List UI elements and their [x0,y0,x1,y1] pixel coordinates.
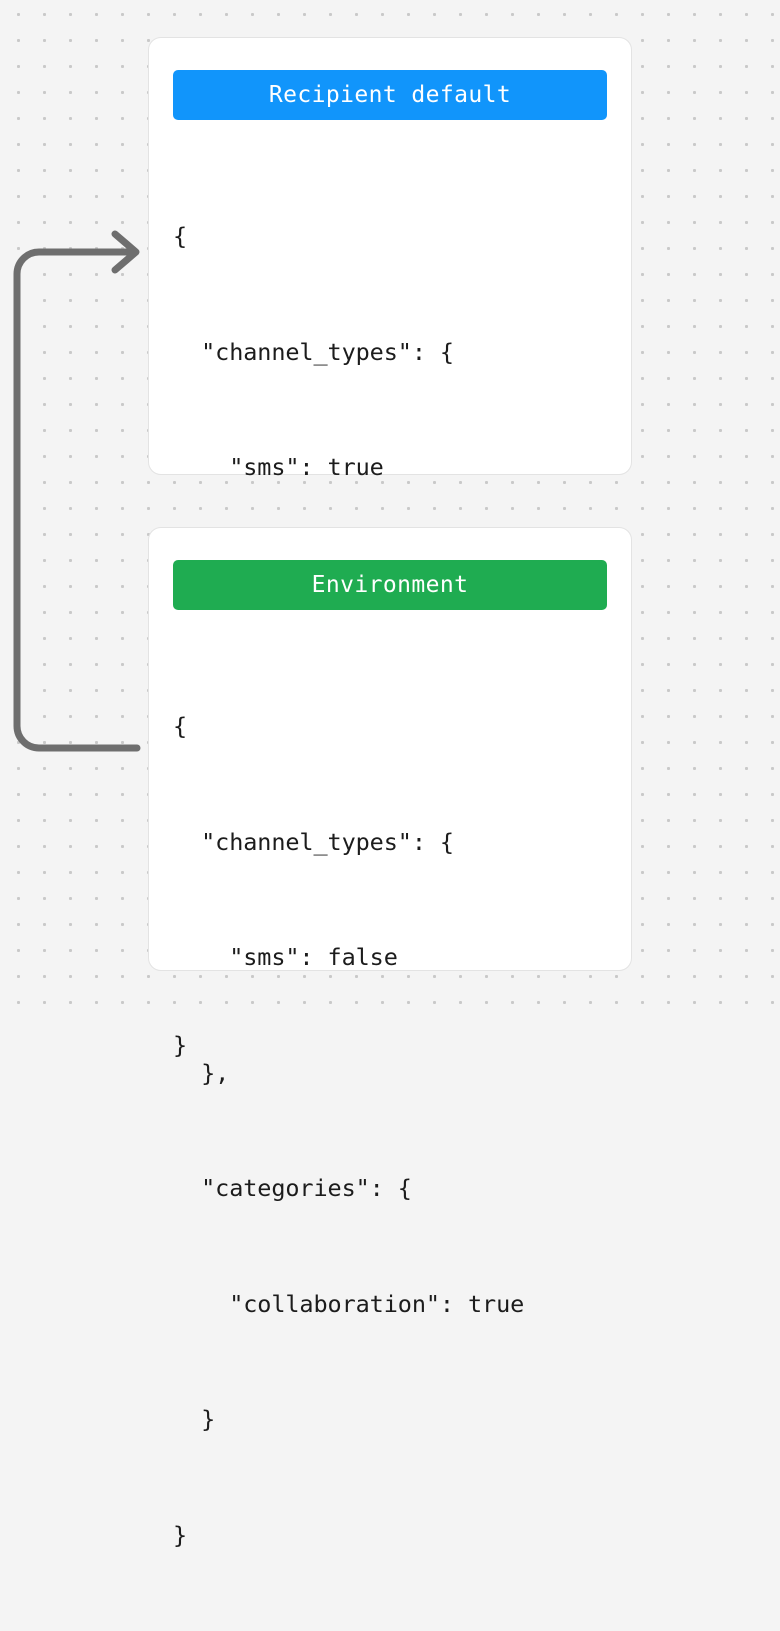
arrow-path [13,248,141,752]
card-header-recipient-default: Recipient default [173,70,607,120]
code-line: "channel_types": { [173,337,454,366]
code-line: { [173,712,188,740]
card-title-recipient-default: Recipient default [268,82,512,108]
code-line: "categories": { [173,1174,412,1202]
code-line: "sms": false [173,943,398,971]
card-environment[interactable]: Environment { "channel_types": { "sms": … [148,527,632,1549]
diagram-canvas: Recipient default { "channel_types": { "… [0,0,780,1549]
card-header-environment: Environment [173,560,607,610]
code-line: "channel_types": { [173,827,454,856]
code-line: "sms": true [173,453,384,481]
code-line: } [173,1520,188,1549]
json-body-environment: { "channel_types": { "sms": false }, "ca… [173,630,607,1631]
code-line: { [173,222,188,250]
code-line: "collaboration": true [173,1289,525,1318]
card-recipient-default[interactable]: Recipient default { "channel_types": { "… [148,37,632,1059]
code-line: }, [173,1058,230,1087]
code-line: } [173,1405,216,1433]
arrowhead-right-icon [111,230,140,274]
card-title-environment: Environment [311,572,469,598]
